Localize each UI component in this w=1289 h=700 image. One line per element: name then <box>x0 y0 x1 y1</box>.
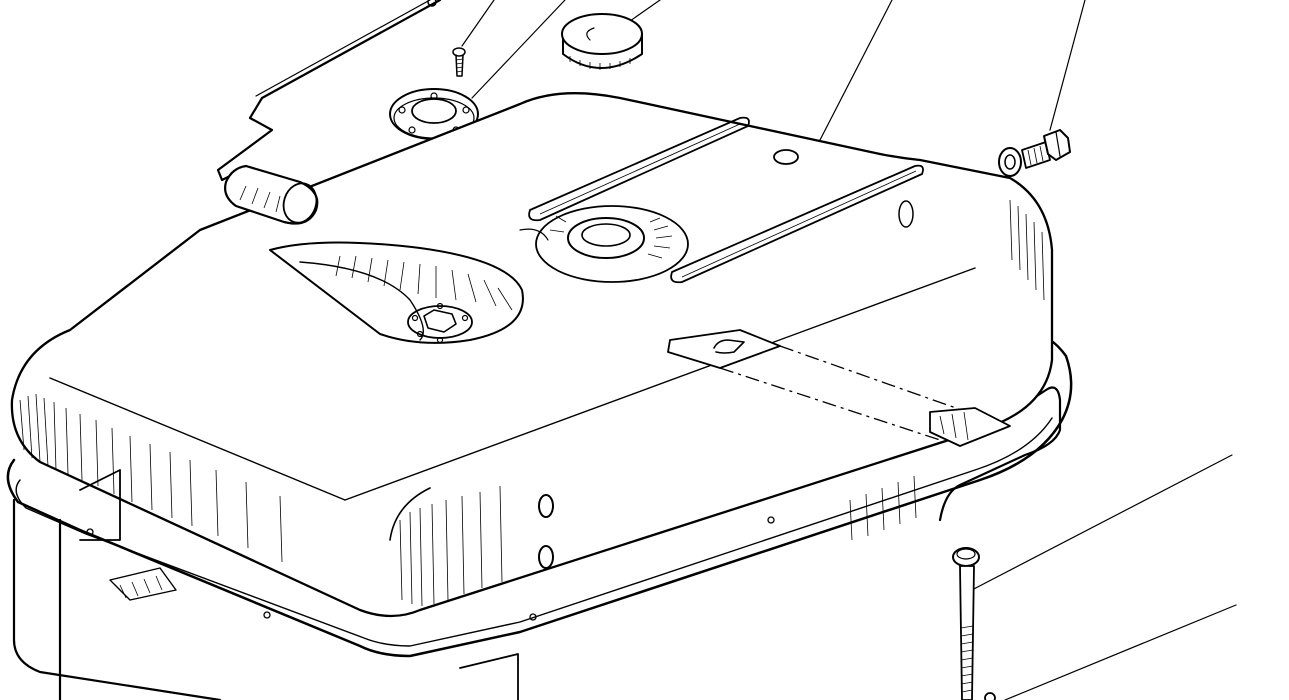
rubber-grommet <box>224 164 319 225</box>
tank-strap <box>667 329 1011 447</box>
leader-line-tank <box>819 0 893 141</box>
tank-shading-left <box>19 393 283 563</box>
filler-neck <box>519 205 689 283</box>
leader-line-screw <box>461 0 495 47</box>
leader-line-bolt <box>1049 0 1086 131</box>
sender-unit-recess <box>269 241 524 344</box>
tank-shading-right <box>849 199 1045 541</box>
cover-plate <box>216 0 442 182</box>
leader-line-strap <box>1004 604 1237 700</box>
bolt-and-washer <box>998 129 1071 177</box>
tank-shading-front <box>399 485 503 607</box>
leader-line-carriage-bolt <box>967 454 1233 593</box>
carriage-bolt <box>952 547 996 700</box>
sender-gasket-ring <box>389 88 479 140</box>
filler-cap <box>561 13 643 70</box>
fuel-tank <box>6 92 1073 700</box>
leader-lines <box>461 0 1237 700</box>
screw <box>452 47 466 77</box>
leader-line-gasket <box>471 0 566 99</box>
